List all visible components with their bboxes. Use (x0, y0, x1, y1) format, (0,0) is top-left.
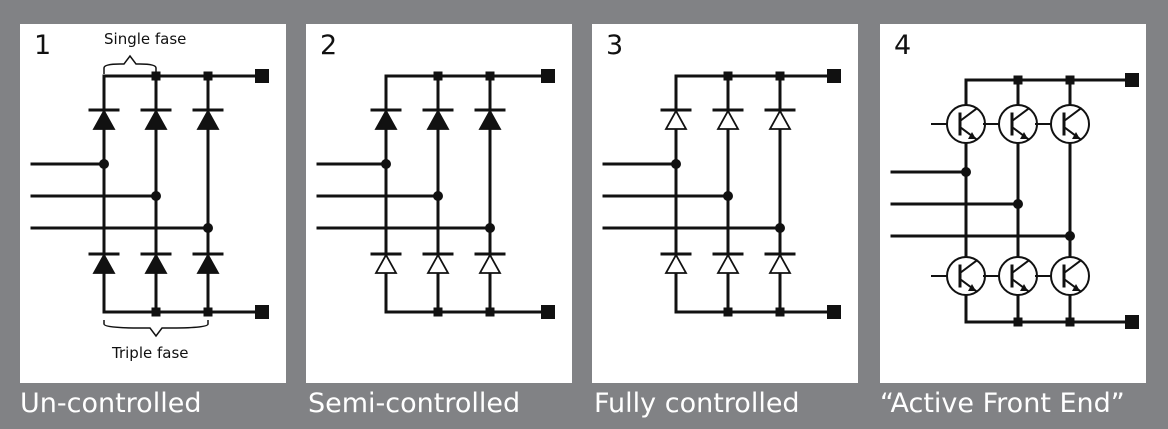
triple-phase-brace (103, 320, 209, 338)
junction-dot (723, 191, 733, 201)
panel-uncontrolled: 1 Single fase Triple fase (20, 24, 286, 383)
panel-number: 1 (34, 30, 52, 61)
junction-dot (671, 159, 681, 169)
diode-symbol (196, 253, 220, 274)
panel-number: 3 (606, 30, 624, 61)
junction-dot (961, 167, 971, 177)
node-square (541, 69, 555, 83)
junction-dot (1013, 199, 1023, 209)
igbt-collector (1062, 259, 1082, 275)
caption-uncontrolled: Un-controlled (20, 388, 202, 419)
panel-semi-controlled: 2 (306, 24, 572, 383)
igbt-arrow (1020, 284, 1028, 291)
igbt-arrow (1072, 132, 1080, 139)
panel-number: 4 (894, 30, 912, 61)
node-square (541, 305, 555, 319)
diode-symbol (478, 109, 502, 130)
thyristor-symbol (768, 109, 792, 130)
fully-controlled-bridge-diagram (602, 69, 841, 319)
diode-symbol (426, 109, 450, 130)
thyristor-symbol (426, 253, 450, 274)
semi-controlled-bridge-diagram (316, 69, 555, 319)
thyristor-symbol (374, 253, 398, 274)
junction-dot (381, 159, 391, 169)
diode-symbol (92, 253, 116, 274)
igbt-arrow (968, 132, 976, 139)
junction-dot (485, 223, 495, 233)
igbt-symbol (946, 104, 986, 144)
diode-symbol (92, 109, 116, 130)
node-square (255, 69, 269, 83)
igbt-collector (1010, 107, 1030, 123)
igbt-collector (958, 259, 978, 275)
igbt-arrow (968, 284, 976, 291)
junction-dot (151, 191, 161, 201)
thyristor-symbol (664, 109, 688, 130)
diode-symbol (374, 109, 398, 130)
diode-symbol (144, 253, 168, 274)
caption-semi-controlled: Semi-controlled (308, 388, 521, 419)
panel-number: 2 (320, 30, 338, 61)
diode-symbol (196, 109, 220, 130)
igbt-collector (1062, 107, 1082, 123)
triple-phase-label: Triple fase (112, 344, 189, 362)
single-phase-brace (103, 54, 157, 74)
single-phase-label: Single fase (104, 30, 187, 48)
junction-dot (1065, 231, 1075, 241)
panel-active-front-end: 4 (880, 24, 1146, 383)
igbt-collector (1010, 259, 1030, 275)
active-front-end-bridge-diagram (890, 73, 1139, 329)
junction-dot (775, 223, 785, 233)
igbt-arrow (1072, 284, 1080, 291)
thyristor-symbol (768, 253, 792, 274)
node-square (827, 69, 841, 83)
node-square (1125, 315, 1139, 329)
thyristor-symbol (716, 253, 740, 274)
igbt-symbol (1050, 104, 1090, 144)
igbt-arrow (1020, 132, 1028, 139)
caption-active-front-end: “Active Front End” (880, 388, 1125, 419)
igbt-symbol (946, 256, 986, 296)
node-square (255, 305, 269, 319)
node-square (1125, 73, 1139, 87)
diode-symbol (144, 109, 168, 130)
thyristor-symbol (716, 109, 740, 130)
junction-dot (203, 223, 213, 233)
panel-fully-controlled: 3 (592, 24, 858, 383)
thyristor-symbol (664, 253, 688, 274)
igbt-symbol (1050, 256, 1090, 296)
junction-dot (433, 191, 443, 201)
igbt-collector (958, 107, 978, 123)
thyristor-symbol (478, 253, 502, 274)
uncontrolled-bridge-diagram (30, 54, 269, 338)
junction-dot (99, 159, 109, 169)
node-square (827, 305, 841, 319)
igbt-symbol (998, 104, 1038, 144)
igbt-symbol (998, 256, 1038, 296)
caption-fully-controlled: Fully controlled (594, 388, 800, 419)
